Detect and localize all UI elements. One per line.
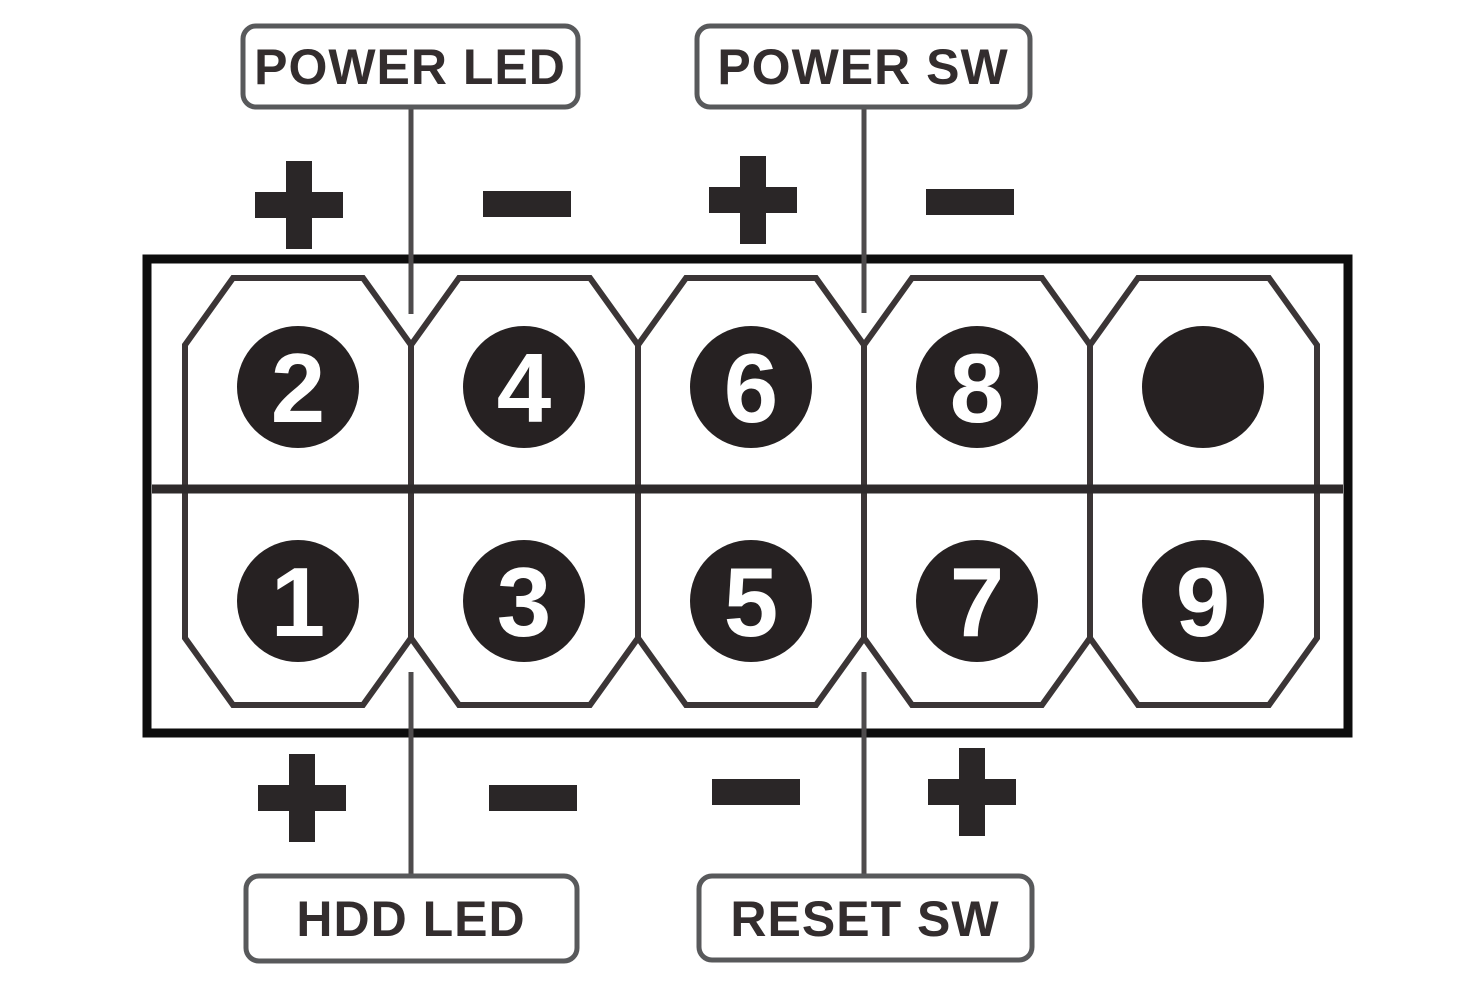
sign-vbar [740, 156, 766, 244]
plus-sign-hdd-led [258, 754, 346, 842]
pin-6-number: 6 [724, 333, 779, 443]
pin-3-contact [463, 540, 585, 662]
pin-2-number: 2 [271, 333, 326, 443]
pin-8-number: 8 [950, 333, 1005, 443]
pin-7: 7 [916, 540, 1038, 662]
sign-hbar [926, 189, 1014, 215]
pin-9-number: 9 [1176, 547, 1231, 657]
sign-hbar [489, 785, 577, 811]
pin-4: 4 [463, 326, 585, 448]
pin-4-contact [463, 326, 585, 448]
pin-blank-contact [1142, 326, 1264, 448]
pin-5: 5 [690, 540, 812, 662]
polarity-signs-top [255, 156, 1014, 249]
pin-8: 8 [916, 326, 1038, 448]
plus-sign-reset-sw [928, 748, 1016, 836]
power-sw-label: POWER SW [694, 23, 1033, 110]
minus-sign-power-sw [926, 189, 1014, 215]
minus-sign-hdd-led [489, 785, 577, 811]
pin-5-number: 5 [724, 547, 779, 657]
pin-6: 6 [690, 326, 812, 448]
pin-6-contact [690, 326, 812, 448]
hdd-led-label: HDD LED [243, 873, 580, 964]
reset-sw-label-box [696, 873, 1035, 963]
pin-2-contact [237, 326, 359, 448]
sign-vbar [289, 754, 315, 842]
power-led-label-text: POWER LED [254, 39, 566, 95]
sign-vbar [959, 748, 985, 836]
power-led-label: POWER LED [240, 23, 581, 110]
polarity-signs-bottom [258, 748, 1016, 842]
plus-sign-power-led [255, 161, 343, 249]
pin-7-number: 7 [950, 547, 1005, 657]
hdd-led-label-text: HDD LED [296, 891, 525, 947]
pin-row-top: 2 4 6 8 [237, 326, 1264, 448]
pin-2: 2 [237, 326, 359, 448]
pin-3: 3 [463, 540, 585, 662]
pin-1-contact [237, 540, 359, 662]
pin-7-contact [916, 540, 1038, 662]
power-sw-label-box [694, 23, 1033, 110]
pin-5-contact [690, 540, 812, 662]
pin-4-number: 4 [497, 333, 552, 443]
plus-sign-power-sw [709, 156, 797, 244]
pin-9-contact [1142, 540, 1264, 662]
reset-sw-label-text: RESET SW [730, 891, 999, 947]
minus-sign-power-led [483, 191, 571, 217]
pin-1-number: 1 [271, 547, 326, 657]
sign-hbar [712, 779, 800, 805]
power-sw-label-text: POWER SW [717, 39, 1008, 95]
power-led-label-box [240, 23, 581, 110]
leader-lines [408, 104, 867, 878]
reset-sw-label: RESET SW [696, 873, 1035, 963]
pin-blank [1142, 326, 1264, 448]
pin-row-bottom: 1 3 5 7 9 [237, 540, 1264, 662]
hdd-led-label-box [243, 873, 580, 964]
pin-8-contact [916, 326, 1038, 448]
pin-1: 1 [237, 540, 359, 662]
pin-9: 9 [1142, 540, 1264, 662]
minus-sign-reset-sw [712, 779, 800, 805]
callout-labels: POWER LED POWER SW HDD LED RESET SW [240, 23, 1035, 964]
pin-3-number: 3 [497, 547, 552, 657]
sign-vbar [286, 161, 312, 249]
sign-hbar [483, 191, 571, 217]
